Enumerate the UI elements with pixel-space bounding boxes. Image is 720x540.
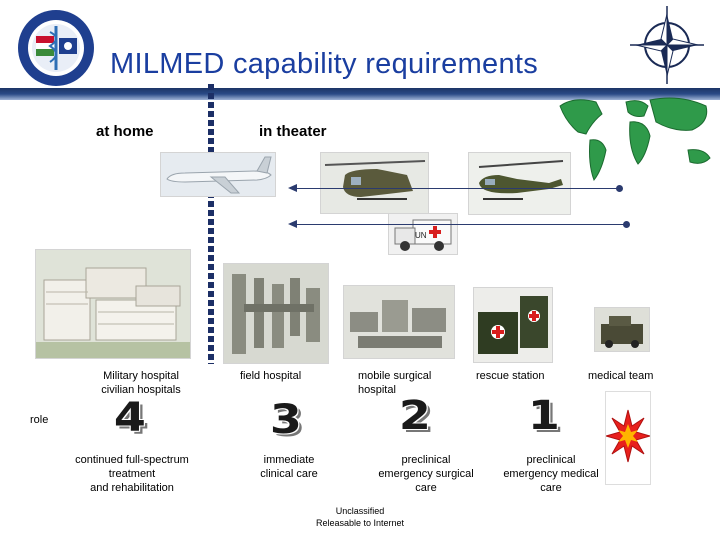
facility-label-medical-team: medical team xyxy=(588,370,654,382)
label-line: Military hospital xyxy=(103,370,179,382)
label-line: emergency surgical xyxy=(378,468,474,480)
label-line: hospital xyxy=(358,384,396,396)
facility-label-rescue-station: rescue station xyxy=(476,370,545,382)
footer-line: Unclassified xyxy=(335,506,385,516)
evacuation-arrow-air xyxy=(288,183,623,192)
transport-helicopter-photo xyxy=(320,152,429,214)
care-description-role-4: continued full-spectrum treatment and re… xyxy=(58,453,206,495)
care-description-role-1: preclinical emergency medical care xyxy=(494,453,608,495)
rescue-helicopter-photo xyxy=(468,152,571,215)
label-line: clinical care xyxy=(260,468,318,480)
heading-at-home: at home xyxy=(96,123,154,140)
heading-in-theater: in theater xyxy=(259,123,327,140)
role-row-label: role xyxy=(30,414,49,426)
nato-compass-icon xyxy=(630,6,704,84)
hospital-building-photo xyxy=(35,249,191,359)
label-line: emergency medical xyxy=(503,468,599,480)
military-medical-emblem xyxy=(18,10,94,86)
care-description-role-2: preclinical emergency surgical care xyxy=(366,453,486,495)
footer-line: Releasable to Internet xyxy=(315,518,405,528)
role-number-2: 2 xyxy=(398,393,431,439)
classification-footer: Unclassified Releasable to Internet xyxy=(290,505,430,529)
role-number-3: 3 xyxy=(269,397,302,443)
rescue-station-photo xyxy=(473,287,553,363)
role-number-4: 4 xyxy=(113,395,146,441)
field-hospital-photo xyxy=(223,263,329,364)
aircraft-photo xyxy=(160,152,276,197)
facility-label-military-hospital: Military hospital civilian hospitals xyxy=(80,369,202,397)
arrowhead xyxy=(288,219,297,228)
facility-label-mobile-surgical-hospital: mobile surgical hospital xyxy=(358,369,431,397)
evacuation-arrow-ground xyxy=(288,219,630,228)
home-theater-divider xyxy=(208,84,214,364)
label-line: care xyxy=(415,482,437,494)
page-title: MILMED capability requirements xyxy=(110,48,539,80)
label-line: civilian hospitals xyxy=(101,384,181,396)
label-line: treatment xyxy=(108,468,156,480)
label-line: preclinical xyxy=(526,454,576,466)
un-marking: UN xyxy=(415,231,427,240)
label-line: care xyxy=(540,482,562,494)
arrow-origin-dot xyxy=(616,184,623,192)
role-number-1: 1 xyxy=(527,393,560,439)
arrow-origin-dot xyxy=(623,220,630,228)
header-banner xyxy=(0,0,720,100)
emergency-starburst-icon xyxy=(604,391,652,485)
arrowhead xyxy=(288,183,297,192)
label-line: continued full-spectrum xyxy=(75,454,189,466)
ambulance-vehicle-photo: UN xyxy=(388,213,458,255)
world-map-icon xyxy=(559,97,711,182)
label-line: and rehabilitation xyxy=(90,482,174,494)
label-line: preclinical xyxy=(401,454,451,466)
label-line: immediate xyxy=(263,454,315,466)
mobile-surgical-hospital-photo xyxy=(343,285,455,359)
care-description-role-3: immediate clinical care xyxy=(240,453,338,481)
label-line: mobile surgical xyxy=(358,370,432,382)
facility-label-field-hospital: field hospital xyxy=(240,370,302,382)
medical-team-photo xyxy=(594,307,650,352)
